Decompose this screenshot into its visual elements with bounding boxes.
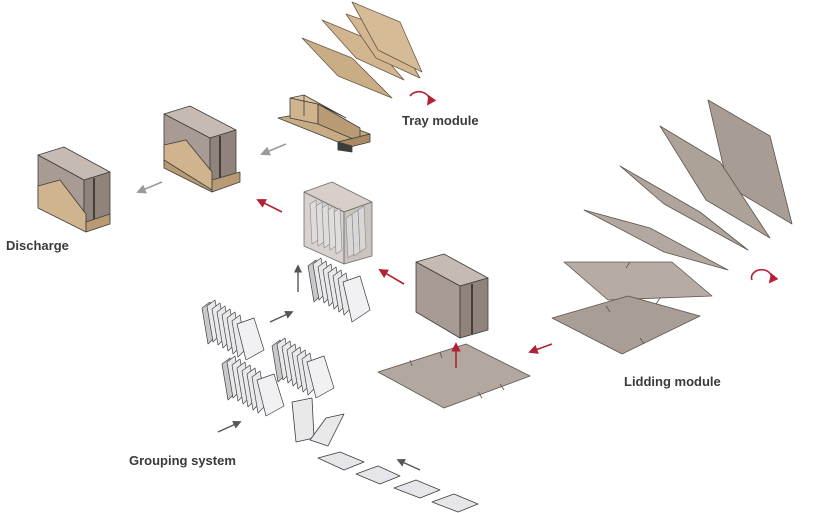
lid-blank (707, 99, 793, 225)
lid-blank (583, 209, 729, 271)
lid-on-floor (377, 343, 531, 409)
rotation-arrow-icon (750, 268, 779, 284)
flow-arrow-icon (396, 458, 421, 471)
tray-blank (321, 19, 405, 81)
lidded-box (415, 253, 489, 339)
flow-arrow-icon (528, 343, 553, 354)
container-group (307, 257, 371, 323)
tilting-containers (291, 397, 345, 447)
container-group (201, 299, 265, 361)
flow-arrow-icon (260, 143, 287, 156)
lid-blank (619, 165, 749, 251)
flat-container-row (317, 451, 479, 513)
lid-blank-stack (583, 99, 793, 271)
tray-module-label: Tray module (402, 113, 479, 128)
flat-container (431, 493, 479, 513)
discharge-box (37, 146, 111, 233)
lid-blank (659, 125, 771, 239)
discharge-label: Discharge (6, 238, 69, 253)
lidding-module-label: Lidding module (624, 374, 721, 389)
tray-blank (351, 1, 423, 73)
flat-container (393, 479, 441, 499)
flat-container (317, 451, 365, 471)
flow-arrow-icon (269, 310, 294, 323)
rotation-arrow-icon (409, 91, 437, 106)
folded-tray (277, 94, 371, 153)
flow-arrow-icon (217, 420, 242, 433)
container-group (271, 337, 335, 399)
translucent-box (303, 181, 373, 265)
tray-blank (301, 37, 393, 99)
container-group (221, 355, 285, 417)
lid-blank-flat (551, 261, 713, 355)
flow-arrow-icon (378, 269, 405, 285)
tray-blank-stack (301, 1, 423, 99)
flat-container (355, 465, 401, 485)
flow-arrow-icon (136, 181, 163, 194)
flow-arrow-icon (256, 199, 283, 213)
packed-box-in-tray (163, 105, 241, 193)
grouping-system-label: Grouping system (129, 453, 236, 468)
